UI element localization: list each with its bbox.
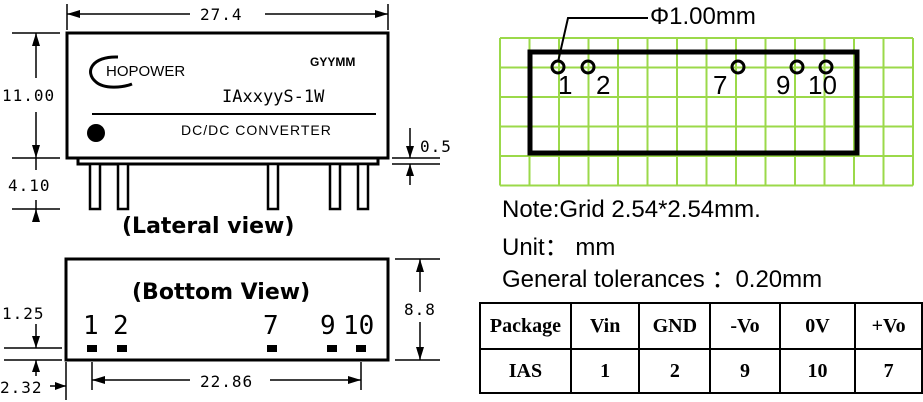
header-pos-vo: +Vo (854, 302, 923, 350)
bottom-pin-label-9: 9 (320, 311, 336, 341)
model-number: IAxxyyS-1W (222, 87, 325, 107)
length-dimension (66, 4, 389, 30)
cell-vin: 1 (569, 348, 641, 394)
module-body (65, 31, 390, 160)
depth-dimension (395, 258, 440, 361)
lateral-view-drawing (12, 4, 440, 222)
footprint-holes (550, 59, 834, 75)
depth-dimension-label: 8.8 (404, 300, 436, 319)
grid-pin-label-9: 9 (776, 70, 791, 100)
pin1-marker-dot (87, 124, 105, 142)
note-grid: Note:Grid 2.54*2.54mm. (502, 196, 761, 223)
bottom-view-drawing (4, 257, 440, 400)
pin-length-dimension-label: 4.10 (8, 176, 51, 195)
bottom-pin-label-10: 10 (343, 311, 375, 341)
bottom-pin-label-2: 2 (113, 311, 129, 341)
grid-pin-label-10: 10 (808, 70, 837, 100)
footprint-outline (527, 49, 860, 156)
cell-gnd: 2 (638, 348, 712, 394)
cell-0v: 10 (778, 348, 857, 394)
pin-span-dimension-label: 22.86 (200, 372, 254, 391)
grid-pin-label-1: 1 (558, 70, 573, 100)
height-dimension-label: 11.00 (2, 86, 56, 105)
grid-pin-label-7: 7 (713, 70, 728, 100)
pcb-footprint-grid (499, 17, 914, 187)
lateral-view-caption: (Lateral view) (122, 214, 295, 239)
bottom-pin-pads (87, 345, 366, 352)
lateral-pins (88, 162, 370, 211)
pin-offset-dimension (4, 324, 67, 400)
header-vin: Vin (569, 302, 641, 350)
standoff-dimension (392, 128, 440, 185)
bottom-body (64, 257, 390, 362)
header-0v: 0V (778, 302, 857, 350)
cell-neg-vo: 9 (709, 348, 781, 394)
note-tolerance: General tolerances ：0.20mm (502, 266, 823, 293)
header-gnd: GND (638, 302, 712, 350)
edge-dimension-label: 2.32 (0, 378, 43, 397)
table-header-row: Package Vin GND -Vo 0V +Vo (479, 302, 923, 350)
module-base (67, 156, 388, 166)
pin-assignment-table: Package Vin GND -Vo 0V +Vo IAS 1 2 9 10 … (479, 302, 923, 394)
standoff-dimension-label: 0.5 (420, 137, 452, 156)
brand-name: HOPOWER (106, 63, 186, 80)
date-code: GYYMM (310, 55, 356, 69)
header-package: Package (479, 302, 572, 350)
note-unit: Unit： mm (502, 234, 616, 261)
pin-span-dimension (91, 362, 362, 390)
product-subtitle: DC/DC CONVERTER (181, 122, 332, 138)
pin-offset-dimension-label: 1.25 (2, 304, 45, 323)
cell-package: IAS (479, 348, 572, 394)
table-row: IAS 1 2 9 10 7 (479, 348, 923, 394)
length-dimension-label: 27.4 (200, 5, 243, 24)
bottom-view-caption: (Bottom View) (132, 280, 311, 305)
cell-pos-vo: 7 (854, 348, 923, 394)
grid-lines (499, 37, 914, 187)
grid-pin-label-2: 2 (596, 70, 611, 100)
hole-diameter-label: Φ1.00mm (650, 3, 756, 30)
bottom-pin-label-1: 1 (83, 311, 99, 341)
bottom-pin-label-7: 7 (263, 311, 279, 341)
brand-logo (89, 55, 133, 89)
header-neg-vo: -Vo (709, 302, 781, 350)
height-dimension (12, 32, 60, 222)
hole-leader-line (557, 17, 648, 63)
